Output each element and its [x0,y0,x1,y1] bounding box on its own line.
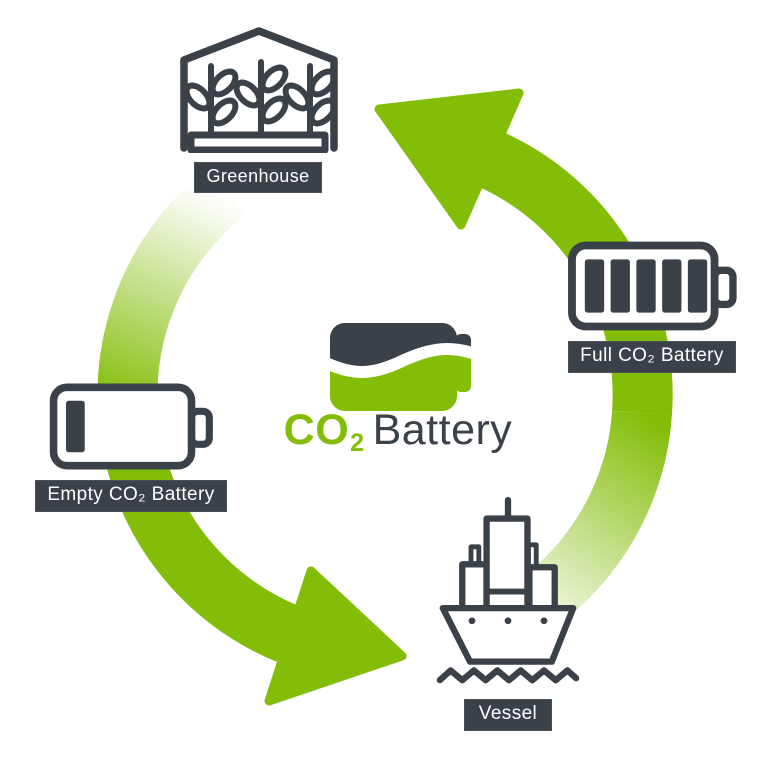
vessel-label: Vessel [463,699,553,731]
logo-co2: CO2 [283,406,365,457]
node-full-battery: Full CO₂ Battery [552,240,752,373]
logo-mark [330,323,471,411]
node-greenhouse: Greenhouse [172,26,344,193]
full-battery-label: Full CO₂ Battery [568,341,736,373]
greenhouse-label: Greenhouse [194,162,322,193]
vessel-icon [436,496,580,684]
full-battery-icon [568,241,737,331]
empty-battery-icon [49,383,213,470]
logo-co2-subscript: 2 [350,429,365,457]
node-vessel: Vessel [428,494,588,731]
node-empty-battery: Empty CO₂ Battery [14,382,248,512]
greenhouse-icon [180,27,338,153]
empty-battery-label: Empty CO₂ Battery [35,480,227,512]
logo-battery-word: Battery [372,406,513,454]
